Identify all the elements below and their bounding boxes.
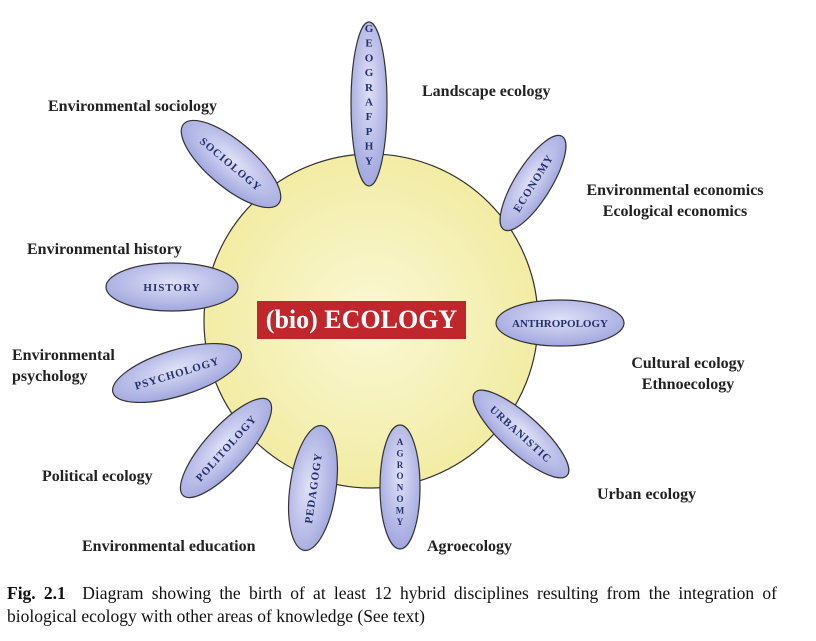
petal-anthropology-label: ANTHROPOLOGY <box>512 318 608 330</box>
label-ethnoecology: Ethnoecology <box>641 376 735 393</box>
label-cultural-ecology: Cultural ecology <box>631 355 745 372</box>
petal-history: HISTORY <box>105 262 239 312</box>
petal-economy: ECONOMY <box>499 134 567 232</box>
figure-caption: Fig. 2.1 Diagram showing the birth of at… <box>7 582 777 628</box>
petal-pedagogy: PEDAGOGY <box>287 424 339 552</box>
label-environmental-psychology-line2: psychology <box>12 368 88 385</box>
petal-urbanistic: URBANISTIC <box>472 389 570 479</box>
petal-sociology: SOCIOLOGY <box>180 119 282 209</box>
petal-history-label: HISTORY <box>143 282 200 294</box>
label-ecological-economics: Ecological economics <box>602 203 748 220</box>
label-environmental-education: Environmental education <box>82 538 256 555</box>
center-ecology-label: (bio) ECOLOGY <box>257 301 466 339</box>
petal-psychology: PSYCHOLOGY <box>111 342 243 404</box>
label-agroecology: Agroecology <box>427 538 513 555</box>
figure-caption-text: Diagram showing the birth of at least 12… <box>7 583 778 626</box>
label-environmental-economics: Environmental economics <box>586 182 764 199</box>
figure-number: Fig. 2.1 <box>7 583 66 603</box>
label-political-ecology: Political ecology <box>42 468 153 485</box>
label-urban-ecology: Urban ecology <box>597 486 697 503</box>
label-environmental-sociology: Environmental sociology <box>48 98 218 115</box>
label-landscape-ecology: Landscape ecology <box>422 83 551 100</box>
label-environmental-history: Environmental history <box>27 241 182 258</box>
petal-anthropology: ANTHROPOLOGY <box>495 299 625 347</box>
label-environmental-psychology-line1: Environmental <box>12 347 115 364</box>
